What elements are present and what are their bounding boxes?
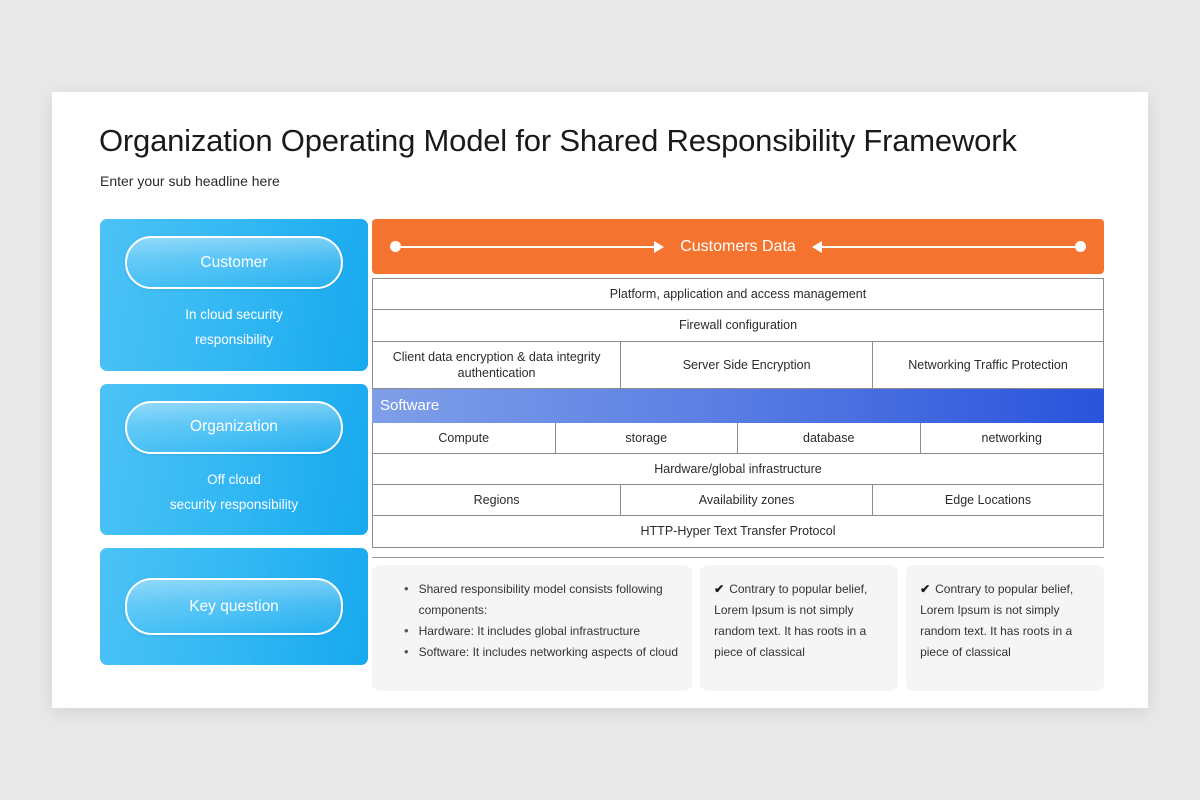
table-cell: networking <box>981 430 1042 445</box>
table-row: Compute storage database networking <box>372 422 1104 454</box>
note-text-right: ✔Contrary to popular belief, Lorem Ipsum… <box>920 579 1090 663</box>
table-cell: Availability zones <box>621 485 874 516</box>
bullet-marker-icon: • <box>404 622 409 638</box>
table-row-software: Software <box>372 389 1104 423</box>
list-item-text: Software: It includes networking aspects… <box>418 644 679 659</box>
table-row: Platform, application and access managem… <box>372 278 1104 311</box>
card-organization-pill[interactable]: Organization <box>125 400 343 454</box>
arrow-shaft-left-icon <box>401 245 655 248</box>
list-item-text: Hardware: It includes global infrastruct… <box>418 623 640 638</box>
table-cell: storage <box>556 422 738 453</box>
note-left-body: Contrary to popular belief, Lorem Ipsum … <box>714 581 868 659</box>
list-item: • Hardware: It includes global infrastru… <box>386 621 678 642</box>
responsibility-table: Platform, application and access managem… <box>372 278 1104 548</box>
table-cell: Networking Traffic Protection <box>908 357 1068 372</box>
arrow-start-dot-left-icon <box>390 241 401 252</box>
table-row: Hardware/global infrastructure <box>372 453 1104 485</box>
bullet-marker-icon: • <box>404 580 409 596</box>
table-cell: Server Side Encryption <box>621 341 874 388</box>
customers-data-bar: Customers Data <box>372 219 1104 274</box>
card-organization[interactable]: Organization Off cloud security responsi… <box>100 383 368 536</box>
table-cell: Platform, application and access managem… <box>609 287 867 301</box>
note-text-left: ✔Contrary to popular belief, Lorem Ipsum… <box>714 579 884 663</box>
list-item: • Shared responsibility model consists f… <box>386 579 678 621</box>
right-arrow-group <box>811 240 1086 254</box>
card-key-question[interactable]: Key question <box>100 548 368 665</box>
table-cell: Firewall configuration <box>678 318 798 333</box>
panel-note-right: ✔Contrary to popular belief, Lorem Ipsum… <box>906 564 1104 691</box>
table-cell: Compute <box>373 422 556 453</box>
table-row: HTTP-Hyper Text Transfer Protocol <box>372 516 1104 548</box>
table-cell: Hardware/global infrastructure <box>654 461 822 476</box>
check-icon: ✔ <box>920 581 931 596</box>
card-customer-pill[interactable]: Customer <box>125 236 343 290</box>
table-row: Regions Availability zones Edge Location… <box>372 485 1104 517</box>
card-customer-subtitle-line1: In cloud security <box>185 307 283 323</box>
card-organization-subtitle-line2: security responsibility <box>169 496 299 512</box>
bullet-marker-icon: • <box>404 643 409 659</box>
page-subtitle: Enter your sub headline here <box>100 173 280 189</box>
table-cell: Regions <box>373 485 622 516</box>
table-cell: database <box>738 422 921 453</box>
right-content-column: Customers Data Platform, application and… <box>372 219 1104 691</box>
customers-data-label: Customers Data <box>680 237 796 255</box>
check-icon: ✔ <box>714 581 725 596</box>
note-right-body: Contrary to popular belief, Lorem Ipsum … <box>920 581 1074 659</box>
left-arrow-group <box>390 240 665 254</box>
list-item-text: Shared responsibility model consists fol… <box>418 581 663 617</box>
list-item: • Software: It includes networking aspec… <box>386 642 678 663</box>
arrow-shaft-right-icon <box>821 245 1075 248</box>
arrow-start-dot-right-icon <box>1075 241 1086 252</box>
arrow-head-right-icon <box>654 240 665 253</box>
card-customer-subtitle: In cloud security responsibility <box>185 303 283 353</box>
card-organization-subtitle: Off cloud security responsibility <box>170 468 298 518</box>
table-row: Client data encryption & data integrity … <box>372 341 1104 389</box>
left-card-column: Customer In cloud security responsibilit… <box>100 219 368 665</box>
table-cell: HTTP-Hyper Text Transfer Protocol <box>640 524 836 539</box>
card-customer[interactable]: Customer In cloud security responsibilit… <box>100 219 368 371</box>
panel-bullets: • Shared responsibility model consists f… <box>372 564 693 691</box>
table-cell-software: Software <box>380 397 440 414</box>
card-customer-subtitle-line2: responsibility <box>194 332 274 348</box>
card-key-question-pill[interactable]: Key question <box>125 578 343 636</box>
slide-canvas: Organization Operating Model for Shared … <box>52 92 1148 708</box>
table-cell: Edge Locations <box>944 493 1032 507</box>
card-organization-subtitle-line1: Off cloud <box>207 471 261 487</box>
info-panel-row: • Shared responsibility model consists f… <box>372 564 1104 691</box>
page-title: Organization Operating Model for Shared … <box>99 123 1017 158</box>
table-cell: Client data encryption & data integrity … <box>373 341 622 388</box>
section-divider <box>372 556 1104 558</box>
arrow-head-left-icon <box>811 240 822 253</box>
table-row: Firewall configuration <box>372 310 1104 342</box>
panel-note-left: ✔Contrary to popular belief, Lorem Ipsum… <box>700 564 899 691</box>
